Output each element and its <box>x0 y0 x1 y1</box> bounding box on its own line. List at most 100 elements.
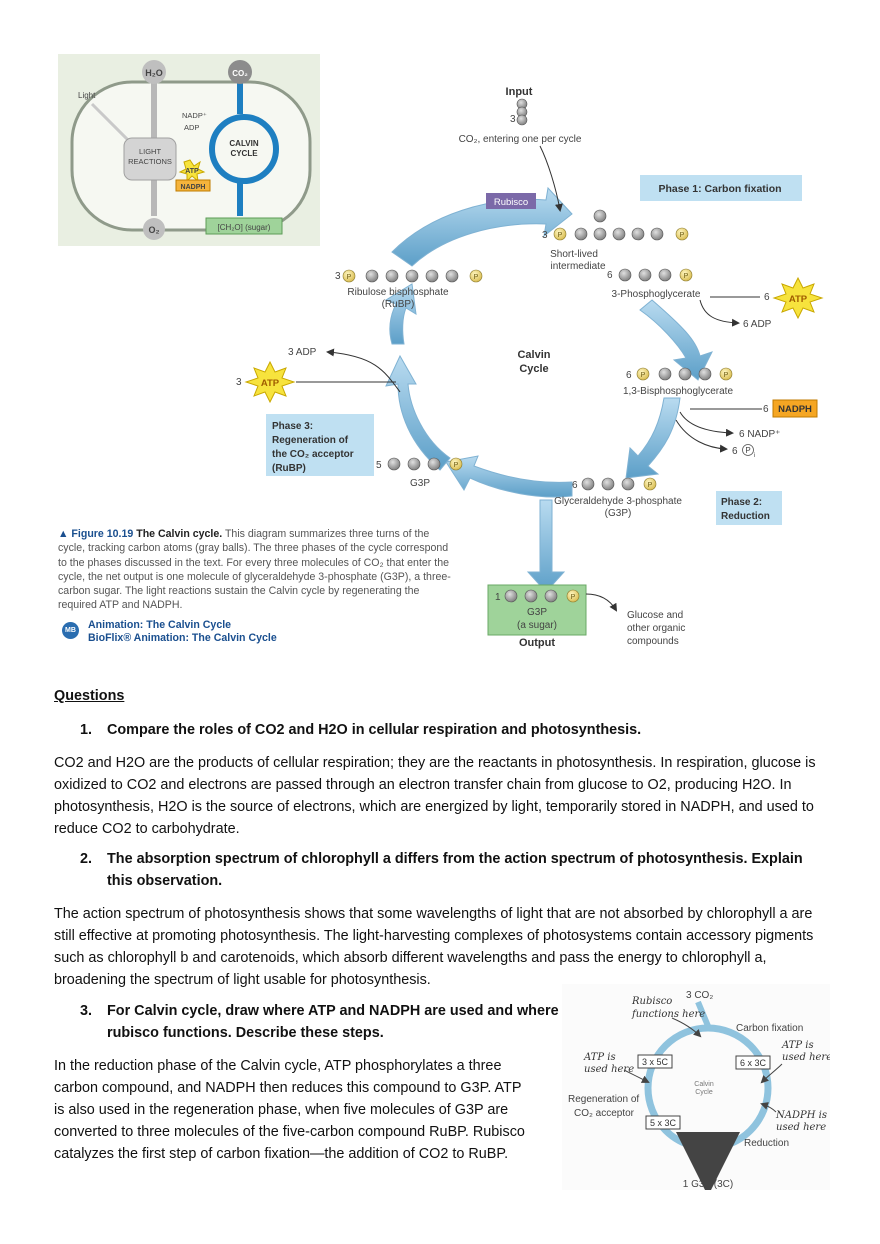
question-2-number: 2. <box>80 851 93 867</box>
g3p-count: 6 <box>572 480 578 491</box>
phase2-line2: Reduction <box>721 511 770 522</box>
calvin-cycle-diagram: Input 3 CO₂, entering one per cycle Rubi… <box>236 86 824 649</box>
short-lived-molecule: P P <box>553 227 689 241</box>
pi-count: 6 <box>732 446 738 457</box>
animation-link-2[interactable]: BioFlix® Animation: The Calvin Cycle <box>88 632 277 644</box>
phase3-box <box>266 414 374 476</box>
nadph-count: 6 <box>763 404 769 415</box>
atp-in-count: 6 <box>764 292 770 303</box>
sketch-nadph-2: used here <box>776 1122 826 1133</box>
g3p-label-2: (G3P) <box>605 508 632 519</box>
phosphate-label: P <box>571 594 576 601</box>
answer-3: In the reduction phase of the Calvin cyc… <box>54 1058 525 1162</box>
light-reactions-box <box>123 137 177 181</box>
sketch-atp-left-1: ATP is <box>583 1052 616 1063</box>
bpg-count: 6 <box>626 370 632 381</box>
short-lived-label-2: intermediate <box>550 261 605 272</box>
center-calvin-1: Calvin <box>517 349 550 361</box>
pga-molecule: P <box>618 268 693 282</box>
inset-calvin-1: CALVIN <box>229 139 258 148</box>
question-2: 2. The absorption spectrum of chlorophyl… <box>80 848 830 892</box>
question-3: 3. For Calvin cycle, draw where ATP and … <box>80 1000 560 1044</box>
atp-burst-left <box>244 360 296 404</box>
sketch-atp-right-2: used here <box>782 1052 830 1063</box>
phase3-line1: Phase 3: <box>272 421 313 432</box>
g3p-molecule: P <box>581 477 657 491</box>
inset-light-reactions-1: LIGHT <box>139 147 162 156</box>
phase3-line3: the CO₂ acceptor <box>272 449 354 460</box>
g3p-regen-label: G3P <box>410 478 430 489</box>
sketch-rubisco-1: Rubisco <box>631 996 672 1007</box>
animation-link-1[interactable]: Animation: The Calvin Cycle <box>88 619 232 631</box>
co2-entering: CO₂, entering one per cycle <box>459 134 582 145</box>
phase2-line1: Phase 2: <box>721 497 762 508</box>
question-1-text: Compare the roles of CO2 and H2O in cell… <box>107 722 642 738</box>
question-3-text: For Calvin cycle, draw where ATP and NAD… <box>107 1003 559 1041</box>
nadph-label: NADPH <box>778 404 812 415</box>
sketch-co2: 3 CO₂ <box>686 990 713 1001</box>
h2o-node <box>142 60 166 84</box>
inset-nadph: NADPH <box>181 184 206 191</box>
arrow-fixation <box>391 186 573 267</box>
sketch-box-3x5c <box>637 1054 673 1069</box>
inset-adp: ADP <box>184 123 199 132</box>
phosphate-label: P <box>724 372 729 379</box>
mastering-biology-icon: MB <box>62 622 79 639</box>
phosphate-label: P <box>558 232 563 239</box>
sketch-regen-2: CO₂ acceptor <box>574 1108 635 1119</box>
inset-calvin-2: CYCLE <box>230 149 258 158</box>
arrow-regeneration-1 <box>385 354 451 471</box>
inset-sugar-box <box>205 217 283 235</box>
sketch-box-3x5c-label: 3 x 5C <box>642 1057 669 1067</box>
output-count: 1 <box>495 592 501 603</box>
glucose-3: compounds <box>627 636 679 647</box>
pga-count: 6 <box>607 270 613 281</box>
phase1-label: Phase 1: Carbon fixation <box>658 183 781 195</box>
rubp-count: 3 <box>335 271 341 282</box>
calvin-ring <box>209 114 279 184</box>
sketch-box-5x3c-label: 5 x 3C <box>650 1118 677 1128</box>
inset-nadph-box <box>175 179 211 192</box>
g3p-label-1: Glyceraldehyde 3-phosphate <box>554 496 682 507</box>
short-lived-count: 3 <box>542 230 548 241</box>
chloroplast-inset: H₂O CO₂ Light LIGHT REACTIONS CALVIN CYC… <box>58 54 320 246</box>
arrow-output <box>526 499 566 593</box>
figure-caption: ▲ Figure 10.19 The Calvin cycle. This di… <box>58 527 458 613</box>
sketch-box-6x3c-label: 6 x 3C <box>740 1058 767 1068</box>
sketch-atp-right-1: ATP is <box>781 1040 814 1051</box>
phosphate-label: P <box>684 273 689 280</box>
figure-title: The Calvin cycle. <box>136 528 223 540</box>
sketch-atp-left-2: used here <box>584 1064 634 1075</box>
phosphate-label: P <box>648 482 653 489</box>
atp3-count: 3 <box>236 377 242 388</box>
atp-burst-right <box>772 276 824 320</box>
inset-co2: CO₂ <box>232 69 248 78</box>
output-g3p-1: G3P <box>527 607 547 618</box>
sketch-calvin-1: Calvin <box>694 1081 714 1088</box>
glucose-2: other organic <box>627 623 685 634</box>
center-calvin-2: Cycle <box>519 363 548 375</box>
questions-heading: Questions <box>54 688 125 704</box>
input-count: 3 <box>510 114 516 125</box>
pi-sub: i <box>754 453 755 459</box>
phase2-box <box>716 491 782 525</box>
question-1-number: 1. <box>80 722 93 738</box>
inset-nadp: NADP⁺ <box>182 111 207 120</box>
question-3-number: 3. <box>80 1003 93 1019</box>
phosphate-label: P <box>454 462 459 469</box>
animation-links: MB Animation: The Calvin Cycle BioFlix® … <box>62 619 277 645</box>
rubisco-box <box>486 193 536 209</box>
sketch-reduction: Reduction <box>744 1138 789 1149</box>
sketch-box-6x3c <box>735 1055 771 1070</box>
figure-caption-text: This diagram summarizes three turns of t… <box>58 528 451 612</box>
adp3: 3 ADP <box>288 347 317 358</box>
calvin-sketch: 3 CO₂ Rubisco functions here Carbon fixa… <box>562 984 830 1190</box>
answer-2: The action spectrum of photosynthesis sh… <box>54 906 814 988</box>
question-2-text: The absorption spectrum of chlorophyll a… <box>107 851 803 889</box>
answer-1: CO2 and H2O are the products of cellular… <box>54 755 816 837</box>
nadp-out: 6 NADP⁺ <box>739 429 780 440</box>
phosphate-label: P <box>347 274 352 281</box>
sketch-nadph-1: NADPH is <box>775 1110 827 1121</box>
inset-light: Light <box>78 91 96 100</box>
glucose-1: Glucose and <box>627 610 683 621</box>
